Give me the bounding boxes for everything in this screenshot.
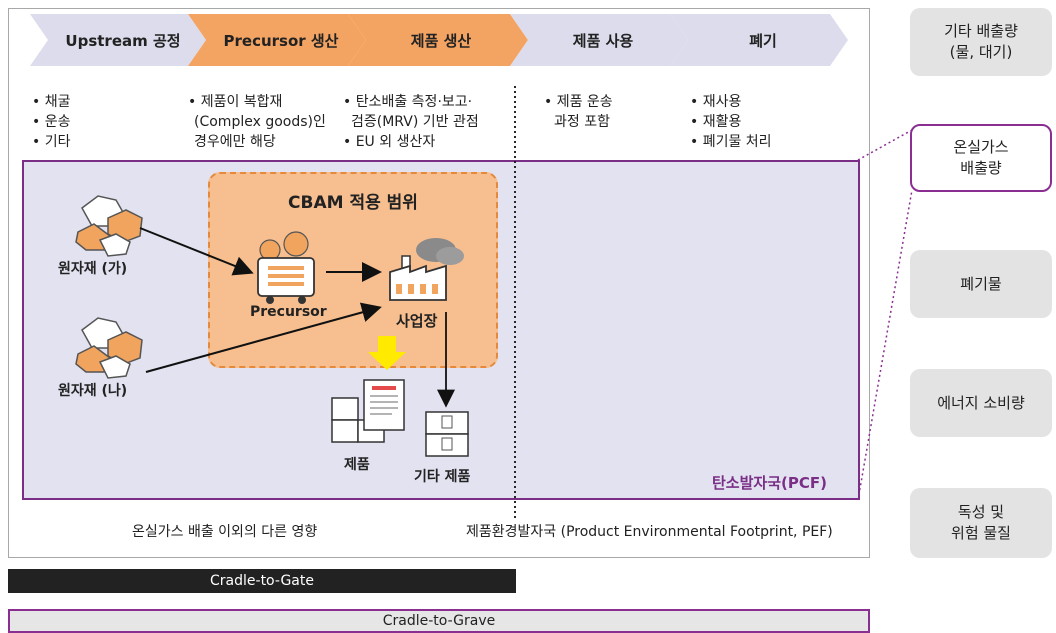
bullet-text: 경우에만 해당	[194, 134, 276, 150]
side-box-line: 독성 및	[957, 503, 1005, 521]
pcf-label: 탄소발자국(PCF)	[712, 474, 827, 492]
bullet-text: (Complex goods)인	[194, 114, 326, 130]
other-product-boxes-icon	[425, 411, 469, 457]
bullet-text: 검증(MRV) 기반 관점	[351, 114, 479, 130]
document-icon	[363, 379, 405, 431]
side-box-line: 배출량	[960, 159, 1002, 177]
cradle-to-gate-label: Cradle-to-Gate	[210, 573, 314, 589]
stage-label-use: 제품 사용	[572, 31, 634, 50]
bullet-text: • 탄소배출 측정·보고·	[343, 94, 473, 110]
arrow-raw-b-to-plant	[145, 302, 382, 373]
side-box-ghg-emissions: 온실가스 배출량	[910, 124, 1052, 192]
stage-label-upstream: Upstream 공정	[65, 31, 181, 50]
bullets-upstream: • 채굴 • 운송 • 기타	[32, 92, 70, 152]
chevron-precursor	[188, 14, 366, 66]
cbam-title: CBAM 적용 범위	[288, 193, 418, 213]
process-chevrons	[30, 14, 848, 66]
side-box-other-emissions: 기타 배출량 (물, 대기)	[910, 8, 1052, 76]
cradle-to-gate-bar: Cradle-to-Gate	[8, 569, 516, 593]
raw-material-a-icon	[75, 195, 143, 257]
raw-material-a-label: 원자재 (가)	[58, 261, 128, 277]
bullet-text: • 재활용	[690, 114, 742, 130]
cbam-scope-box	[208, 172, 498, 368]
other-product-label: 기타 제품	[414, 469, 471, 485]
chevron-use	[510, 14, 688, 66]
stage-label-precursor: Precursor 생산	[223, 31, 339, 50]
bullets-manufacturing: • 탄소배출 측정·보고· 검증(MRV) 기반 관점 • EU 외 생산자	[343, 92, 479, 152]
side-box-waste: 폐기물	[910, 250, 1052, 318]
bullet-text: 과정 포함	[554, 114, 610, 130]
bullet-text: • 기타	[32, 134, 71, 150]
factory-icon	[389, 238, 464, 301]
bullet-text: • EU 외 생산자	[343, 134, 436, 150]
plant-label: 사업장	[396, 312, 438, 330]
product-label: 제품	[344, 457, 370, 473]
stage-label-disposal: 폐기	[749, 31, 777, 50]
side-box-line: 폐기물	[960, 274, 1002, 293]
bullets-precursor: • 제품이 복합재 (Complex goods)인 경우에만 해당	[188, 92, 326, 152]
precursor-cart-icon	[257, 231, 315, 304]
cradle-to-grave-label: Cradle-to-Grave	[382, 613, 496, 629]
bullet-text: • 제품이 복합재	[188, 94, 283, 110]
side-box-line: (물, 대기)	[949, 43, 1013, 61]
bullets-disposal: • 재사용 • 재활용 • 폐기물 처리	[690, 92, 772, 152]
bullet-text: • 제품 운송	[544, 94, 613, 110]
chevron-manufacturing	[348, 14, 528, 66]
side-box-toxic: 독성 및 위험 물질	[910, 488, 1052, 558]
side-box-line: 위험 물질	[951, 524, 1011, 542]
bullet-text: • 운송	[32, 114, 71, 130]
raw-material-b-label: 원자재 (나)	[58, 383, 128, 399]
cradle-to-grave-bar: Cradle-to-Grave	[8, 609, 870, 633]
chevron-upstream	[30, 14, 206, 66]
yellow-down-arrow-icon	[368, 336, 406, 370]
side-box-line: 온실가스	[953, 138, 1009, 156]
bullet-text: • 채굴	[32, 94, 71, 110]
precursor-label: Precursor	[250, 304, 327, 320]
pef-text: 제품환경발자국 (Product Environmental Footprint…	[466, 524, 833, 540]
other-impacts-text: 온실가스 배출 이외의 다른 영향	[132, 524, 318, 540]
chevron-disposal	[670, 14, 848, 66]
side-box-energy: 에너지 소비량	[910, 369, 1052, 437]
flow-graphics	[75, 86, 516, 520]
side-box-line: 에너지 소비량	[937, 393, 1025, 412]
stage-label-manufacturing: 제품 생산	[410, 31, 472, 50]
side-box-line: 기타 배출량	[944, 22, 1018, 40]
raw-material-b-icon	[75, 317, 143, 379]
arrow-raw-a-to-precursor	[139, 227, 254, 276]
bullets-use: • 제품 운송 과정 포함	[544, 92, 613, 132]
bullet-text: • 재사용	[690, 94, 742, 110]
bullet-text: • 폐기물 처리	[690, 134, 772, 150]
